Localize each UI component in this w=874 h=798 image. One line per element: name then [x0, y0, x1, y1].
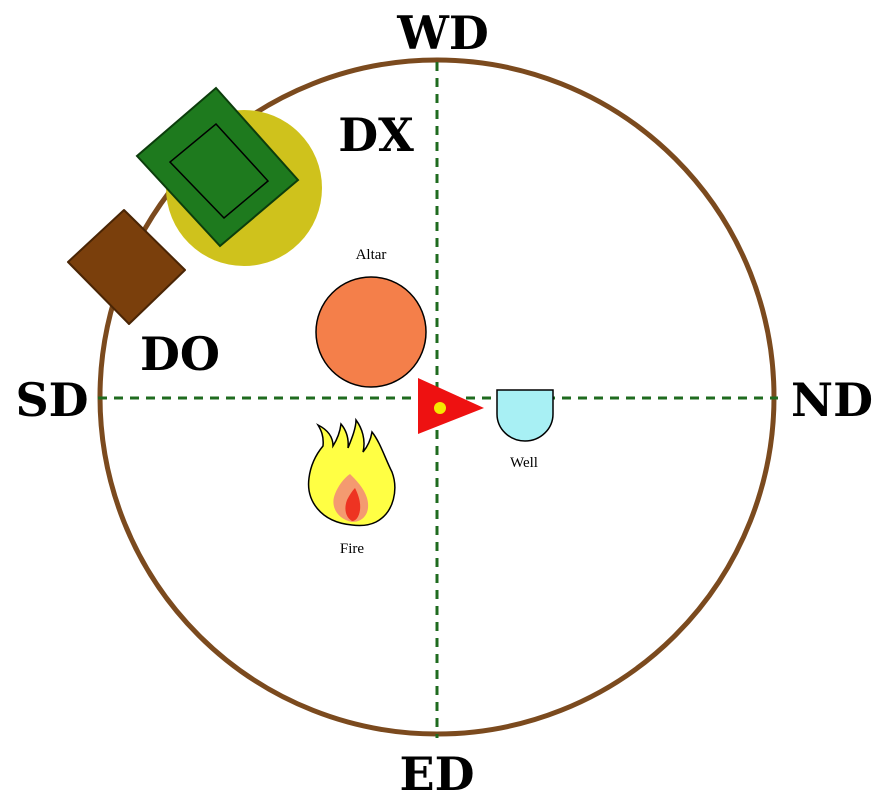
fire-outer-flame — [307, 417, 396, 527]
altar-circle — [315, 276, 427, 388]
gate-structure — [67, 86, 322, 325]
west-quarter-label: SD — [15, 373, 88, 427]
green-gate-inner — [168, 122, 270, 220]
fire-icon — [307, 417, 396, 527]
fire-label: Fire — [340, 541, 365, 557]
pointer-triangle — [418, 378, 484, 434]
east-quarter-label: ND — [791, 373, 873, 427]
well-shape — [496, 389, 554, 442]
altar-label: Altar — [356, 247, 387, 263]
fire-core-flame — [345, 488, 361, 521]
north-quarter-label: WD — [396, 6, 489, 60]
upper-gate-label: DX — [338, 108, 414, 162]
south-quarter-label: ED — [400, 747, 475, 798]
pointer-dot — [434, 402, 446, 414]
well-label: Well — [510, 455, 538, 471]
green-gate-block — [135, 86, 300, 248]
brown-gate-block — [67, 209, 186, 325]
lower-gate-label: DO — [140, 327, 220, 381]
